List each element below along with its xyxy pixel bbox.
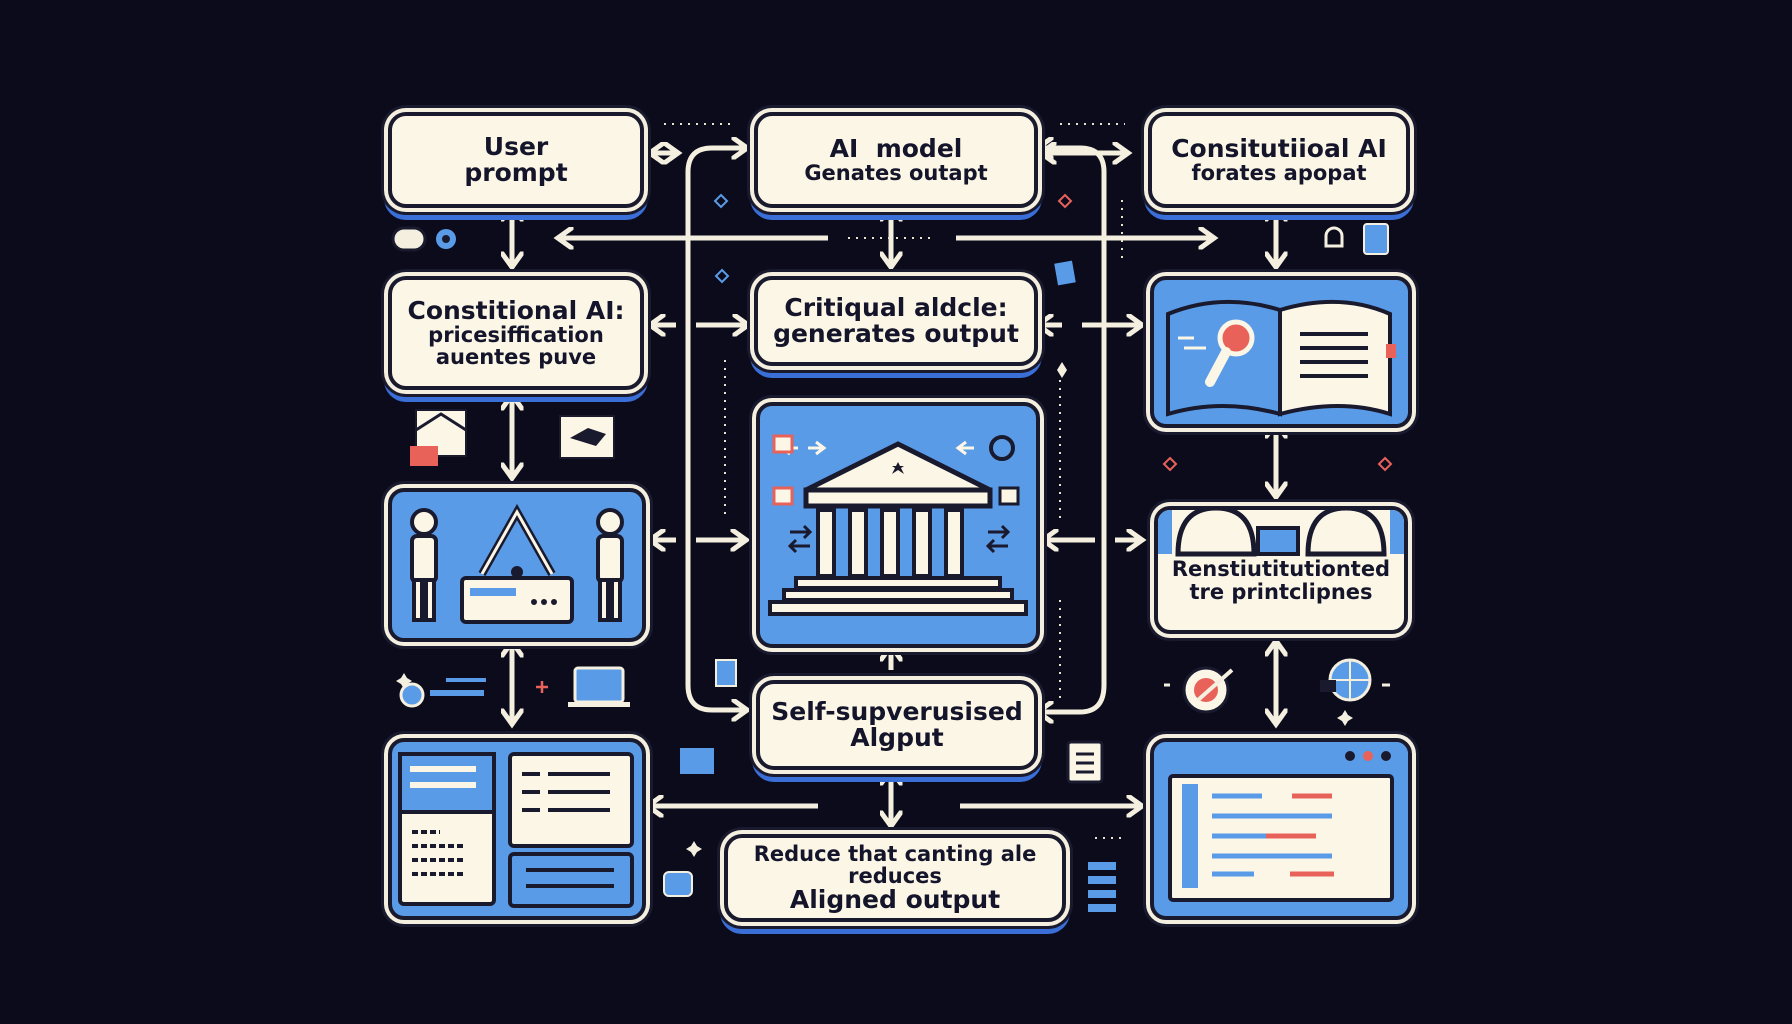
- constitutional-top-title: Consitutiioal AI: [1171, 133, 1387, 163]
- key-icon: [399, 682, 425, 708]
- constitutional-mid-line-3: auentes puve: [435, 345, 597, 370]
- user-prompt-line-2: prompt: [464, 158, 568, 187]
- self-supervised-line-1: Self-supverusised: [771, 696, 1023, 726]
- diamond-icon: [1057, 193, 1073, 209]
- courthouse-panel: [756, 402, 1040, 648]
- bookmark-icon: [715, 659, 737, 687]
- ai-model-subtitle: Genates outapt: [804, 161, 988, 186]
- principles-people-panel: Renstiutitutionted tre printclipnes: [1154, 506, 1408, 634]
- loop-left: [685, 148, 745, 710]
- stack-icon: [1088, 862, 1116, 912]
- lock-icon: [1324, 226, 1344, 248]
- constitutional-mid-line-2: pricesiffication: [428, 323, 604, 348]
- constitutional-ai-top-box: Consitutiioal AI forates apopat: [1148, 112, 1410, 208]
- ai-model-title: AI model: [829, 133, 963, 163]
- courthouse-icon: [768, 434, 1028, 616]
- constitutional-mid-title: Constitional AI:: [407, 295, 625, 325]
- toggle-icon: [391, 226, 427, 252]
- small-icons: [391, 193, 1393, 912]
- critique-subtitle: generates output: [773, 319, 1019, 348]
- reduce-line-2: Aligned output: [789, 884, 1001, 914]
- user-prompt-line-1: User: [483, 131, 549, 161]
- self-supervised-line-2: Algput: [850, 723, 944, 752]
- phone-icon: [1363, 223, 1389, 255]
- principles-line-1: Renstiutitutionted: [1171, 557, 1391, 581]
- diamond-icon: [1057, 362, 1067, 378]
- critique-box: Critiqual aldcle: generates output: [754, 276, 1038, 366]
- diamond-icon: [713, 193, 729, 209]
- pen-icon: [1054, 260, 1076, 286]
- diamond-icon: [1377, 456, 1393, 472]
- screens-icon: [398, 752, 634, 908]
- user-prompt-box: User prompt: [388, 112, 644, 208]
- principles-line-2: tre printclipnes: [1189, 580, 1373, 605]
- people-device-panel: [388, 488, 646, 642]
- ai-model-box: AI model Genates outapt: [754, 112, 1038, 208]
- constitutional-ai-mid-box: Constitional AI: pricesiffication auente…: [388, 276, 644, 390]
- diamond-icon: [1162, 456, 1178, 472]
- two-people-icon: [1158, 510, 1404, 557]
- browser-panel: [1150, 738, 1412, 920]
- screens-panel: [388, 738, 646, 920]
- diamond-icon: [714, 268, 730, 284]
- reduce-box: Reduce that canting ale reduces Aligned …: [724, 834, 1066, 922]
- arrows: [512, 153, 1276, 824]
- book-panel: [1150, 276, 1412, 428]
- dotted-lines: [664, 123, 1125, 839]
- reduce-line-1: Reduce that canting ale reduces: [753, 841, 1037, 888]
- browser-icon: [1154, 742, 1408, 902]
- sparkle-icon: [686, 841, 702, 857]
- sparkle-icon: [1337, 710, 1353, 726]
- plus-icon: [536, 681, 548, 693]
- loop-right: [1040, 148, 1107, 712]
- laptop-icon: [573, 666, 625, 704]
- self-supervised-box: Self-supverusised Algput: [756, 680, 1038, 770]
- book-icon: [1166, 299, 1396, 417]
- robot-icon: [663, 871, 693, 897]
- dot-icon: [442, 235, 450, 243]
- people-icon: [410, 503, 624, 624]
- list-icon: [680, 748, 714, 774]
- critique-title: Critiqual aldcle:: [784, 292, 1008, 322]
- sparkle-icon: [396, 673, 412, 689]
- constitutional-top-subtitle: forates apopat: [1191, 161, 1367, 186]
